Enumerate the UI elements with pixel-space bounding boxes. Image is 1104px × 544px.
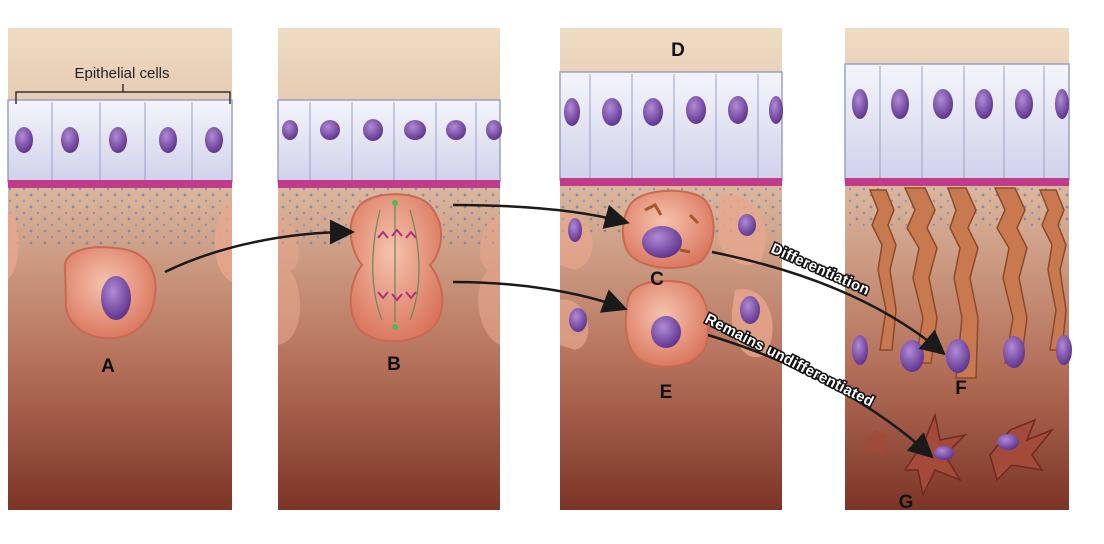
undifferentiated-cells-g	[860, 412, 1055, 498]
label-b: B	[387, 354, 401, 375]
arrow-b-to-e	[452, 280, 628, 313]
new-cell-c	[622, 189, 715, 269]
basement-membrane-1	[8, 180, 232, 188]
epithelial-layer-3	[559, 71, 783, 181]
label-c: C	[650, 269, 664, 290]
arrows	[164, 203, 946, 459]
panel-2: B	[277, 28, 502, 510]
stem-cell-a	[63, 246, 157, 340]
epithelial-cells-label: Epithelial cells	[74, 65, 169, 82]
label-g: G	[899, 492, 914, 513]
panel-3: D C E	[559, 28, 783, 510]
arrow-b-to-c	[452, 203, 630, 229]
epithelial-layer-4	[844, 63, 1070, 181]
label-a: A	[101, 356, 115, 377]
epithelial-layer-1	[7, 99, 233, 183]
epithelial-layer-2	[277, 99, 502, 183]
arrow-differentiation	[711, 250, 946, 356]
label-f: F	[955, 378, 967, 399]
panel-1: Epithelial cells A	[7, 28, 233, 510]
arrow-a-to-b	[164, 219, 355, 274]
dividing-cell-b	[349, 193, 444, 343]
arrow-remains-undifferentiated	[707, 333, 934, 459]
epithelial-cells-bracket	[15, 84, 231, 104]
panel-4: F G	[844, 28, 1072, 513]
label-e: E	[660, 382, 673, 403]
differentiated-cells-f	[852, 187, 1072, 379]
label-d: D	[671, 40, 685, 61]
new-cell-e	[624, 280, 710, 368]
